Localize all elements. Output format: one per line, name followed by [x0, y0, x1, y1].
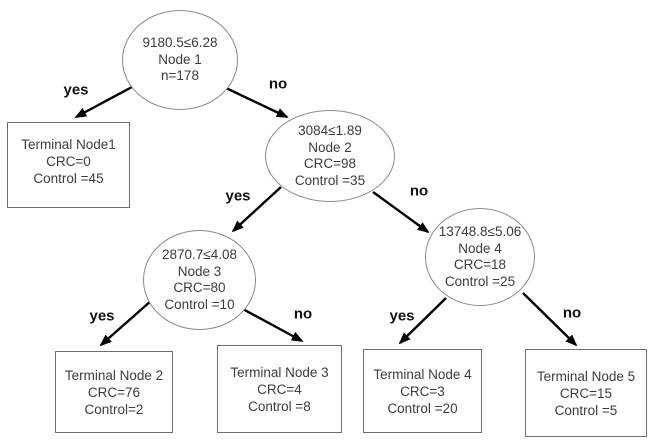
node3-title: Node 3 [177, 263, 222, 279]
node1-split-condition: 9180.5≤6.28 [142, 35, 218, 51]
edge-node1-yes-to-terminal1 [74, 85, 133, 119]
edge-node3-yes-to-terminal2 [99, 299, 153, 347]
terminal5-crc-count: CRC=15 [559, 385, 613, 401]
node3-crc-count: CRC=80 [173, 280, 226, 295]
edge-label-node1-no: no [268, 75, 288, 93]
decision-node-4: 13748.8≤5.06 Node 4 CRC=18 Control =25 [425, 208, 535, 306]
terminal-node-5: Terminal Node 5 CRC=15 Control =5 [525, 349, 647, 437]
edge-node3-no-to-terminal3 [240, 306, 304, 343]
node4-title: Node 4 [458, 240, 502, 256]
terminal5-control-count: Control =5 [554, 402, 618, 418]
terminal5-title: Terminal Node 5 [536, 368, 636, 384]
terminal-node-3: Terminal Node 3 CRC=4 Control =8 [217, 345, 342, 433]
edge-label-node1-yes: yes [63, 81, 89, 99]
edge-node4-yes-to-terminal4 [398, 297, 447, 345]
terminal2-title: Terminal Node 2 [64, 367, 164, 383]
terminal-node-2: Terminal Node 2 CRC=76 Control=2 [55, 351, 173, 433]
node3-control-count: Control =10 [164, 296, 235, 312]
edge-label-node4-no: no [562, 304, 582, 322]
edge-node4-no-to-terminal5 [522, 292, 578, 347]
terminal3-title: Terminal Node 3 [230, 364, 329, 380]
decision-node-1: 9180.5≤6.28 Node 1 n=178 [122, 10, 238, 110]
node2-title: Node 2 [308, 139, 352, 155]
edge-label-node4-yes: yes [389, 307, 415, 325]
edge-label-node2-yes: yes [225, 187, 251, 205]
node1-title: Node 1 [158, 51, 202, 67]
decision-node-2: 3084≤1.89 Node 2 CRC=98 Control =35 [265, 110, 395, 202]
node2-crc-count: CRC=98 [303, 156, 357, 171]
node4-split-condition: 13748.8≤5.06 [438, 224, 522, 239]
edge-label-node2-no: no [409, 182, 429, 200]
terminal4-crc-count: CRC=3 [400, 383, 445, 399]
node4-crc-count: CRC=18 [453, 257, 507, 272]
terminal4-control-count: Control =20 [387, 400, 458, 416]
node4-control-count: Control =25 [444, 273, 516, 289]
edge-node2-no-to-node4 [372, 191, 430, 234]
terminal3-crc-count: CRC=4 [257, 381, 302, 397]
node1-count: n=178 [161, 68, 199, 84]
terminal2-control-count: Control=2 [84, 401, 144, 417]
edge-label-node3-yes: yes [89, 307, 115, 325]
node2-control-count: Control =35 [294, 172, 366, 188]
terminal4-title: Terminal Node 4 [373, 366, 472, 382]
terminal-node-1: Terminal Node1 CRC=0 Control =45 [7, 122, 130, 208]
edge-node2-yes-to-node3 [231, 186, 282, 233]
terminal1-crc-count: CRC=0 [46, 153, 91, 169]
edge-node1-no-to-node2 [225, 86, 289, 119]
terminal3-control-count: Control =8 [248, 398, 311, 414]
terminal2-crc-count: CRC=76 [87, 384, 141, 400]
decision-node-3: 2870.7≤4.08 Node 3 CRC=80 Control =10 [143, 230, 256, 330]
terminal1-title: Terminal Node1 [21, 136, 116, 152]
node3-split-condition: 2870.7≤4.08 [162, 247, 237, 262]
node2-split-condition: 3084≤1.89 [298, 123, 362, 138]
terminal1-control-count: Control =45 [33, 170, 104, 186]
edge-label-node3-no: no [293, 305, 313, 323]
terminal-node-4: Terminal Node 4 CRC=3 Control =20 [363, 349, 482, 433]
